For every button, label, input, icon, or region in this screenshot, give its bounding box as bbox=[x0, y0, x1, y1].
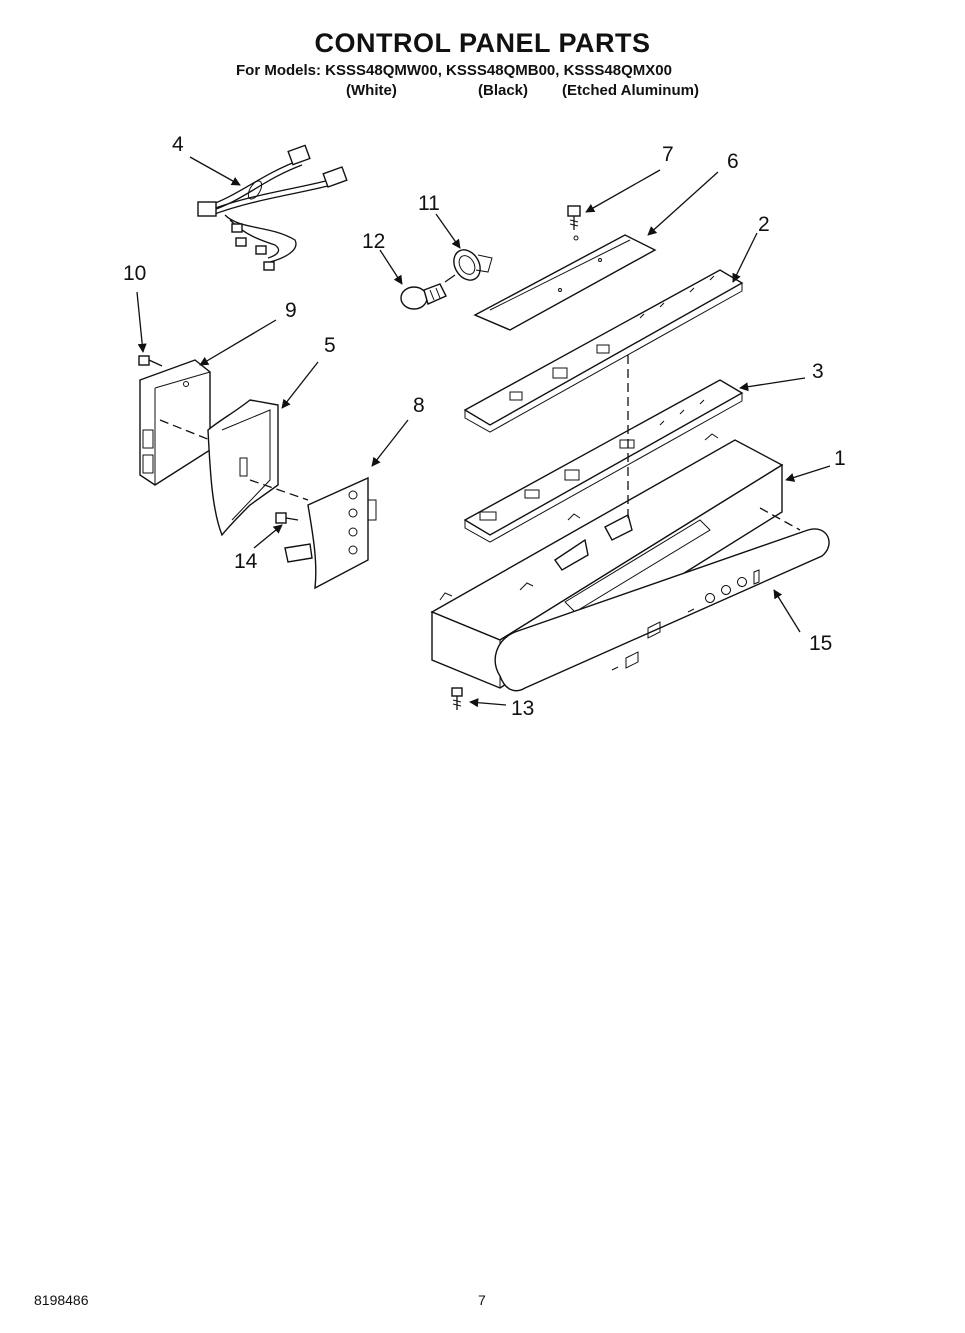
callout-14: 14 bbox=[234, 550, 258, 573]
callout-15: 15 bbox=[809, 632, 832, 655]
part-screw-10 bbox=[138, 355, 163, 367]
part-dispenser-board bbox=[139, 359, 211, 486]
part-screw-14 bbox=[275, 512, 299, 524]
callout-13: 13 bbox=[511, 697, 534, 720]
part-socket bbox=[444, 249, 493, 283]
callout-8: 8 bbox=[413, 394, 425, 417]
callout-7: 7 bbox=[662, 143, 674, 166]
callout-5: 5 bbox=[324, 334, 336, 357]
part-control-board bbox=[473, 234, 657, 331]
callout-12: 12 bbox=[362, 230, 385, 253]
part-screw-7 bbox=[567, 205, 581, 230]
page-title: CONTROL PANEL PARTS bbox=[314, 28, 651, 58]
part-bezel bbox=[207, 399, 279, 537]
page-number: 7 bbox=[478, 1292, 486, 1308]
callout-6: 6 bbox=[727, 150, 739, 173]
variant-etched-aluminum: (Etched Aluminum) bbox=[562, 82, 699, 99]
part-trim bbox=[494, 528, 830, 692]
assembly-lines bbox=[159, 355, 801, 531]
models-line: For Models: KSSS48QMW00, KSSS48QMB00, KS… bbox=[236, 62, 672, 79]
leader-lines bbox=[136, 156, 831, 708]
callout-labels: 4 7 6 11 2 12 10 9 5 3 8 1 14 15 13 bbox=[123, 133, 846, 720]
part-wire-harness bbox=[197, 144, 348, 271]
callout-10: 10 bbox=[123, 262, 146, 285]
part-lower-board bbox=[463, 379, 744, 543]
callout-4: 4 bbox=[172, 133, 184, 156]
variant-black: (Black) bbox=[478, 82, 529, 99]
variant-white: (White) bbox=[346, 82, 397, 99]
callout-9: 9 bbox=[285, 299, 297, 322]
part-bulb bbox=[400, 283, 447, 310]
callout-2: 2 bbox=[758, 213, 770, 236]
part-upper-board bbox=[463, 269, 744, 433]
document-number: 8198486 bbox=[34, 1292, 89, 1308]
part-screw-13 bbox=[451, 687, 463, 710]
part-switch-panel bbox=[284, 476, 377, 590]
callout-1: 1 bbox=[834, 447, 846, 470]
callout-3: 3 bbox=[812, 360, 824, 383]
callout-11: 11 bbox=[418, 192, 440, 215]
